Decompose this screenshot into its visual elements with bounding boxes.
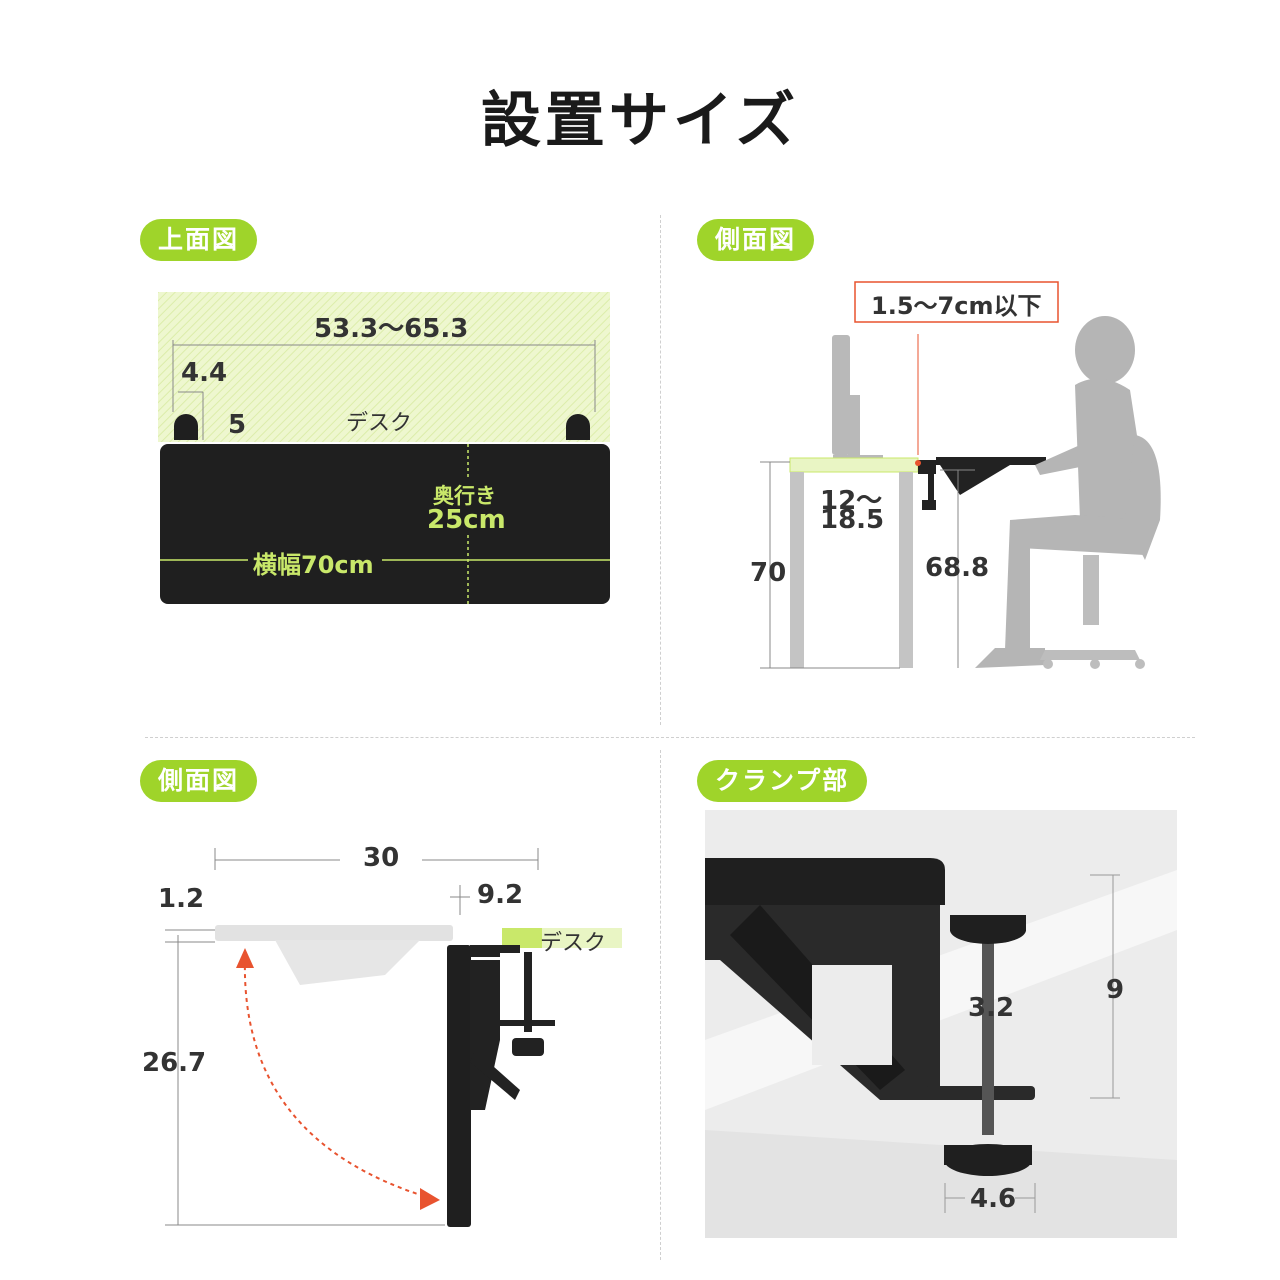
side-view-2-drawing bbox=[165, 848, 622, 1227]
right-clamp bbox=[566, 414, 590, 440]
vertical-divider-top bbox=[660, 215, 661, 725]
side-view-drawing bbox=[760, 281, 1161, 669]
top-width-range-label: 53.3〜65.3 bbox=[314, 314, 469, 344]
top-desk-label: デスク bbox=[346, 411, 413, 436]
top-clamp-width-label: 4.4 bbox=[181, 358, 228, 388]
clamp-knob-width-label: 4.6 bbox=[970, 1184, 1017, 1214]
side-view-diagram: 1.5〜7cm以下 12〜 18.5 70 68.8 bbox=[750, 281, 1161, 669]
person-silhouette-icon bbox=[975, 316, 1161, 668]
side-view-2-diagram: 30 1.2 9.2 デスク 26.7 bbox=[142, 843, 622, 1227]
side-tray-height: 68.8 bbox=[925, 553, 990, 583]
left-clamp bbox=[174, 414, 198, 440]
top-depth-value: 25cm bbox=[427, 505, 506, 535]
keyboard-board bbox=[160, 444, 610, 604]
fold-arrow-icon bbox=[243, 957, 431, 1199]
top-view-drawing bbox=[158, 292, 610, 604]
side2-fold-height-label: 26.7 bbox=[142, 1048, 207, 1078]
top-view-badge: 上面図 bbox=[140, 219, 258, 261]
top-view-diagram: 53.3〜65.3 4.4 5 デスク 奥行き 25cm 横幅70cm bbox=[0, 0, 660, 740]
clamp-screw bbox=[944, 915, 1032, 1176]
side2-clamp-reach-label: 9.2 bbox=[477, 880, 524, 910]
side-drop-range-bottom: 18.5 bbox=[820, 505, 885, 535]
top-clamp-depth-label: 5 bbox=[228, 410, 247, 440]
clamp-view-badge: クランプ部 bbox=[697, 760, 868, 802]
clamp-opening-label: 3.2 bbox=[968, 993, 1015, 1023]
clamp-photo-board bbox=[705, 858, 945, 905]
side2-desk-label: デスク bbox=[540, 931, 607, 956]
clamp-height-label: 9 bbox=[1106, 975, 1125, 1005]
side-desk-height: 70 bbox=[750, 558, 787, 588]
office-chair-icon bbox=[1040, 555, 1145, 669]
side-thickness-callout: 1.5〜7cm以下 bbox=[871, 292, 1042, 320]
clamp-icon bbox=[470, 945, 555, 1110]
vertical-divider-bottom bbox=[660, 750, 661, 1260]
side2-thickness-label: 1.2 bbox=[158, 884, 205, 914]
side-view-2-badge: 側面図 bbox=[140, 760, 258, 802]
horizontal-divider bbox=[145, 737, 1195, 738]
desk-area bbox=[158, 292, 610, 442]
side2-length-label: 30 bbox=[363, 843, 400, 873]
top-depth-label: 奥行き bbox=[433, 484, 496, 508]
side-view-badge: 側面図 bbox=[697, 219, 815, 261]
side2-folded-board bbox=[447, 945, 471, 1227]
side-drop-range-top: 12〜 bbox=[820, 486, 883, 516]
page-title: 設置サイズ bbox=[480, 86, 800, 156]
top-width-label: 横幅70cm bbox=[253, 551, 374, 579]
